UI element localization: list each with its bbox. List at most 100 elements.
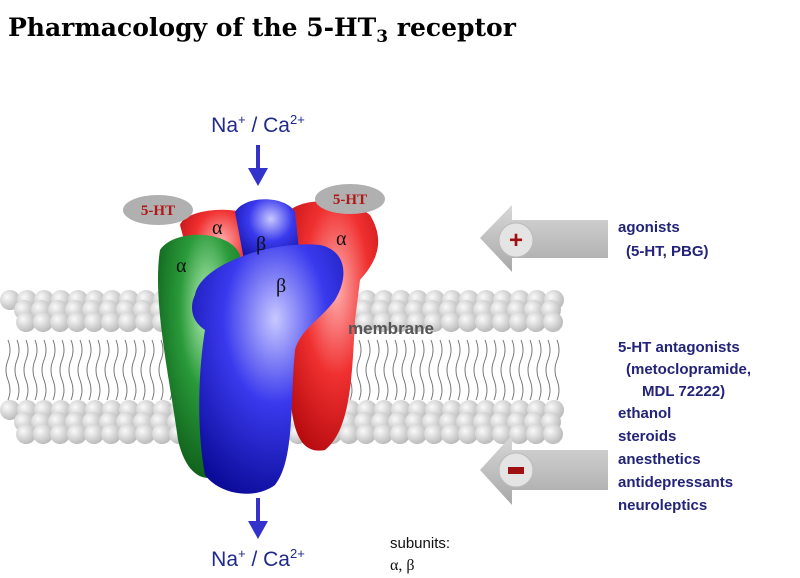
lipid-head <box>101 312 121 332</box>
ligand-label: 5-HT <box>333 192 367 208</box>
alpha-label: α <box>176 255 187 277</box>
membrane-label: membrane <box>348 319 434 338</box>
lipid-tail <box>554 339 560 401</box>
lipid-head <box>118 424 138 444</box>
lipid-head <box>101 424 121 444</box>
lipid-tail <box>473 339 479 401</box>
lipid-head <box>0 400 20 420</box>
lipid-tail <box>32 339 38 401</box>
lipid-tail <box>419 339 425 401</box>
lipid-head <box>509 312 529 332</box>
agonists-text: agonists (5-HT, PBG) <box>618 219 709 260</box>
lipid-tail <box>428 339 434 401</box>
lipid-head <box>339 424 359 444</box>
lipid-head <box>135 312 155 332</box>
lipid-tail <box>455 339 461 401</box>
beta-subunit-front <box>192 244 344 494</box>
lipid-tail <box>113 339 119 401</box>
lipid-tail <box>383 339 389 401</box>
lipid-head <box>373 312 393 332</box>
lipid-tail <box>437 339 443 401</box>
lipid-head <box>492 312 512 332</box>
ligand-5ht-right <box>315 184 385 214</box>
ligand-label: 5-HT <box>141 203 175 219</box>
lipid-tail <box>536 339 542 401</box>
lipid-tail <box>41 339 47 401</box>
lipid-tail <box>464 339 470 401</box>
lipid-head <box>356 424 376 444</box>
lipid-tail <box>104 339 110 401</box>
lipid-head <box>492 424 512 444</box>
lipid-head <box>390 312 410 332</box>
antagonists-text: 5-HT antagonists (metoclopramide, MDL 72… <box>618 339 755 514</box>
lipid-head <box>475 424 495 444</box>
ligand-5ht-left <box>123 195 193 225</box>
lipid-tail <box>23 339 29 401</box>
lipid-head <box>441 424 461 444</box>
lipid-tail <box>491 339 497 401</box>
lipid-head <box>84 424 104 444</box>
lipid-head <box>84 312 104 332</box>
lipid-tail <box>518 339 524 401</box>
lipid-tail <box>77 339 83 401</box>
receptor: α β α α β 5-HT 5-HT <box>123 184 385 494</box>
lipid-tail <box>5 339 11 401</box>
lipid-head <box>475 312 495 332</box>
lipid-head <box>526 312 546 332</box>
page-title: Pharmacology of the 5-HT3 receptor <box>8 13 517 47</box>
lipid-head <box>33 424 53 444</box>
lipid-head <box>67 312 87 332</box>
lipid-head <box>407 424 427 444</box>
lipid-tail <box>86 339 92 401</box>
antagonist-arrow-icon <box>480 435 608 505</box>
minus-icon <box>508 467 524 474</box>
lipid-head <box>16 312 36 332</box>
lipid-tail <box>392 339 398 401</box>
lipid-head <box>543 312 563 332</box>
lipid-tail <box>374 339 380 401</box>
lipid-tail <box>356 339 362 401</box>
lipid-tail <box>59 339 65 401</box>
lipid-head <box>390 424 410 444</box>
beta-label: β <box>276 275 286 297</box>
lipid-head <box>424 312 444 332</box>
lipid-tail <box>545 339 551 401</box>
lipid-head <box>458 424 478 444</box>
arrow-down-icon <box>248 145 268 186</box>
plus-icon: + <box>509 227 523 254</box>
subunits-list: α, β <box>390 557 415 574</box>
lipid-head <box>373 424 393 444</box>
ion-label-bottom: Na+ / Ca2+ <box>211 546 305 571</box>
lipid-tail <box>446 339 452 401</box>
lipid-tail <box>131 339 137 401</box>
lipid-head <box>33 312 53 332</box>
ion-label-top: Na+ / Ca2+ <box>211 112 305 137</box>
agonist-arrow-icon: + <box>480 205 608 272</box>
alpha-label: α <box>336 228 347 250</box>
lipid-tail <box>401 339 407 401</box>
lipid-tail <box>14 339 20 401</box>
lipid-tail <box>500 339 506 401</box>
lipid-tail <box>482 339 488 401</box>
lipid-head <box>543 424 563 444</box>
lipid-head <box>50 312 70 332</box>
lipid-head <box>152 424 172 444</box>
lipid-head <box>526 424 546 444</box>
lipid-head <box>67 424 87 444</box>
lipid-head <box>424 424 444 444</box>
lipid-tail <box>140 339 146 401</box>
lipid-tail <box>527 339 533 401</box>
lipid-head <box>118 312 138 332</box>
subunits-note: subunits: <box>390 535 450 552</box>
lipid-tail <box>365 339 371 401</box>
lipid-tail <box>149 339 155 401</box>
lipid-tail <box>158 339 164 401</box>
arrow-down-icon <box>248 498 268 539</box>
lipid-head <box>50 424 70 444</box>
lipid-head <box>407 312 427 332</box>
lipid-head <box>16 424 36 444</box>
lipid-head <box>356 312 376 332</box>
lipid-head <box>458 312 478 332</box>
lipid-head <box>135 424 155 444</box>
